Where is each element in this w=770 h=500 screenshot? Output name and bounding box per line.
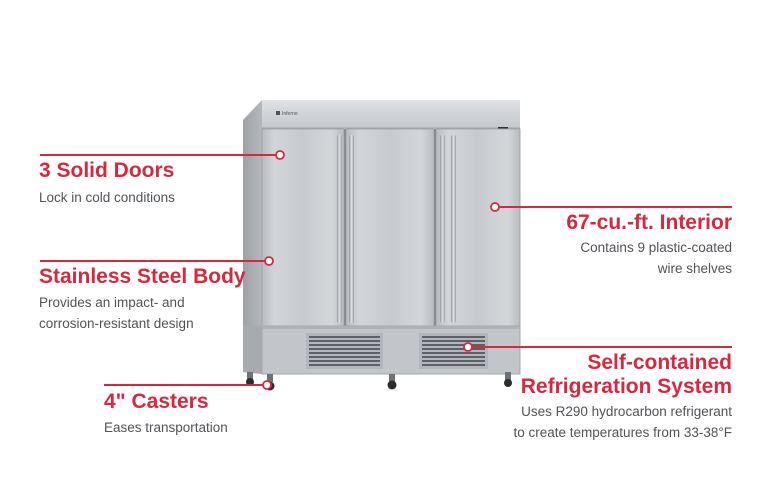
svg-text:Inferno: Inferno [282,111,298,117]
feature-body: Stainless Steel Body Provides an impact-… [39,265,246,334]
door-right [435,128,521,327]
vent-slat [422,336,485,338]
feature-description: Eases transportation [104,420,228,435]
feature-title: Stainless Steel Body [39,265,246,288]
vent-grille [306,333,383,369]
door-handle [440,135,445,323]
feature-title: Self-contained [587,351,732,374]
feature-description: corrosion-resistant design [39,316,194,331]
vent-slat [309,364,380,366]
vent-slat [422,360,485,362]
caster [504,372,512,387]
vent-slat [422,344,485,346]
cabinet-side-panel [243,100,262,374]
feature-refrigeration: Self-contained Refrigeration System Uses… [514,351,733,443]
vent-grille [419,333,488,369]
door-handle [451,135,456,323]
brand-logo: Inferno [276,111,298,117]
feature-description: Uses R290 hydrocarbon refrigerant [521,404,732,419]
feature-description: wire shelves [657,261,732,276]
vent-slat [309,348,380,350]
feature-interior: 67-cu.-ft. Interior Contains 9 plastic-c… [566,211,732,279]
caster [387,374,397,390]
door-middle [345,128,435,327]
feature-description: to create temperatures from 33-38°F [513,425,733,440]
vent-slat [309,360,380,362]
cabinet-top-header [262,100,520,128]
vent-slat [422,340,485,342]
vent-slat [422,348,485,350]
caster [246,372,254,386]
vent-slat [309,340,380,342]
feature-casters: 4" Casters Eases transportation [104,390,228,438]
feature-description: Lock in cold conditions [39,190,175,205]
feature-title: 67-cu.-ft. Interior [566,211,732,234]
vent-slat [309,352,380,354]
feature-description: Provides an impact- and [39,295,185,310]
feature-doors: 3 Solid Doors Lock in cold conditions [39,159,175,208]
vent-slat [309,356,380,358]
vent-slat [422,356,485,358]
vent-slat [422,364,485,366]
feature-title: Refrigeration System [520,375,732,398]
door-left [261,128,345,327]
vent-slat [309,344,380,346]
caster [265,374,275,391]
feature-description: Contains 9 plastic-coated [580,240,732,255]
feature-title: 4" Casters [104,390,209,413]
vent-slat [422,352,485,354]
door-handle [337,135,342,323]
feature-title: 3 Solid Doors [39,159,175,182]
vent-slat [309,336,380,338]
door-handle [349,135,354,323]
